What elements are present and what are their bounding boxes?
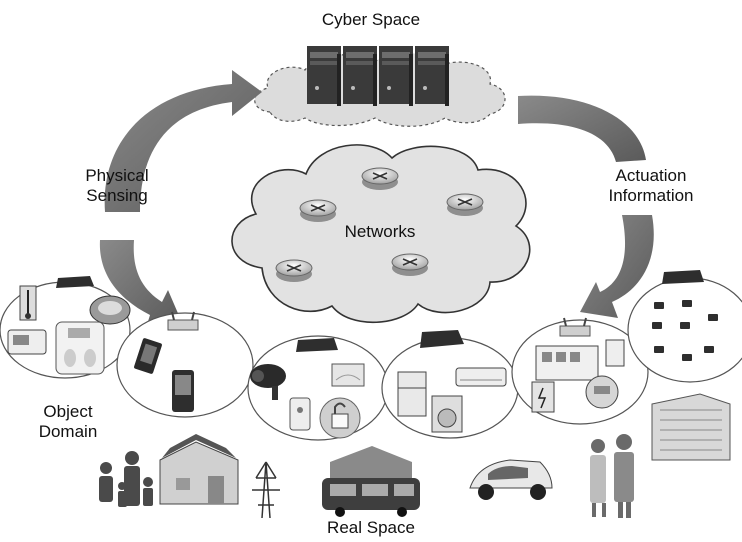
thermometer-icon xyxy=(19,285,37,321)
networks-label: Networks xyxy=(344,222,416,241)
sensor-icon xyxy=(331,363,365,387)
padlock-icon xyxy=(319,397,361,439)
server-icon xyxy=(307,46,449,106)
wireless-sensor-node-icon xyxy=(652,300,718,361)
distribution-board-icon xyxy=(535,345,599,381)
family-icon xyxy=(99,451,153,507)
pda-icon xyxy=(172,370,194,412)
blood-pressure-monitor-icon xyxy=(7,329,47,355)
arrow-actuation-down xyxy=(580,215,654,318)
actuation-information-label: Actuation Information xyxy=(608,166,694,206)
sensor-icon xyxy=(289,397,311,431)
arrow-sensing-up xyxy=(104,70,263,212)
house-icon xyxy=(159,434,239,505)
bus-icon xyxy=(322,446,420,517)
access-point-icon xyxy=(167,311,591,337)
webcam-icon xyxy=(250,364,286,400)
power-meter-icon xyxy=(605,339,625,367)
pedometer-icon xyxy=(89,295,131,325)
real-space-label: Real Space xyxy=(327,518,415,537)
power-meter-icon xyxy=(585,375,619,409)
electric-car-icon xyxy=(469,459,553,500)
cyber-space-label: Cyber Space xyxy=(321,10,421,29)
arrow-actuation-top xyxy=(518,95,646,162)
arrow-sensing-down xyxy=(99,240,180,328)
washing-machine-icon xyxy=(431,395,463,433)
physical-sensing-label: Physical Sensing xyxy=(85,166,149,206)
battery-charger-icon xyxy=(531,381,555,413)
power-tower-icon xyxy=(252,461,280,519)
gateway-icon xyxy=(56,270,704,352)
router-icon xyxy=(275,167,484,282)
mobile-phone-icon xyxy=(134,338,162,374)
refrigerator-icon xyxy=(397,371,427,417)
office-building-icon xyxy=(651,393,731,461)
elderly-couple-icon xyxy=(590,434,634,518)
air-conditioner-icon xyxy=(455,367,507,387)
object-domain-label: Object Domain xyxy=(38,402,98,442)
scale-icon xyxy=(55,321,105,375)
